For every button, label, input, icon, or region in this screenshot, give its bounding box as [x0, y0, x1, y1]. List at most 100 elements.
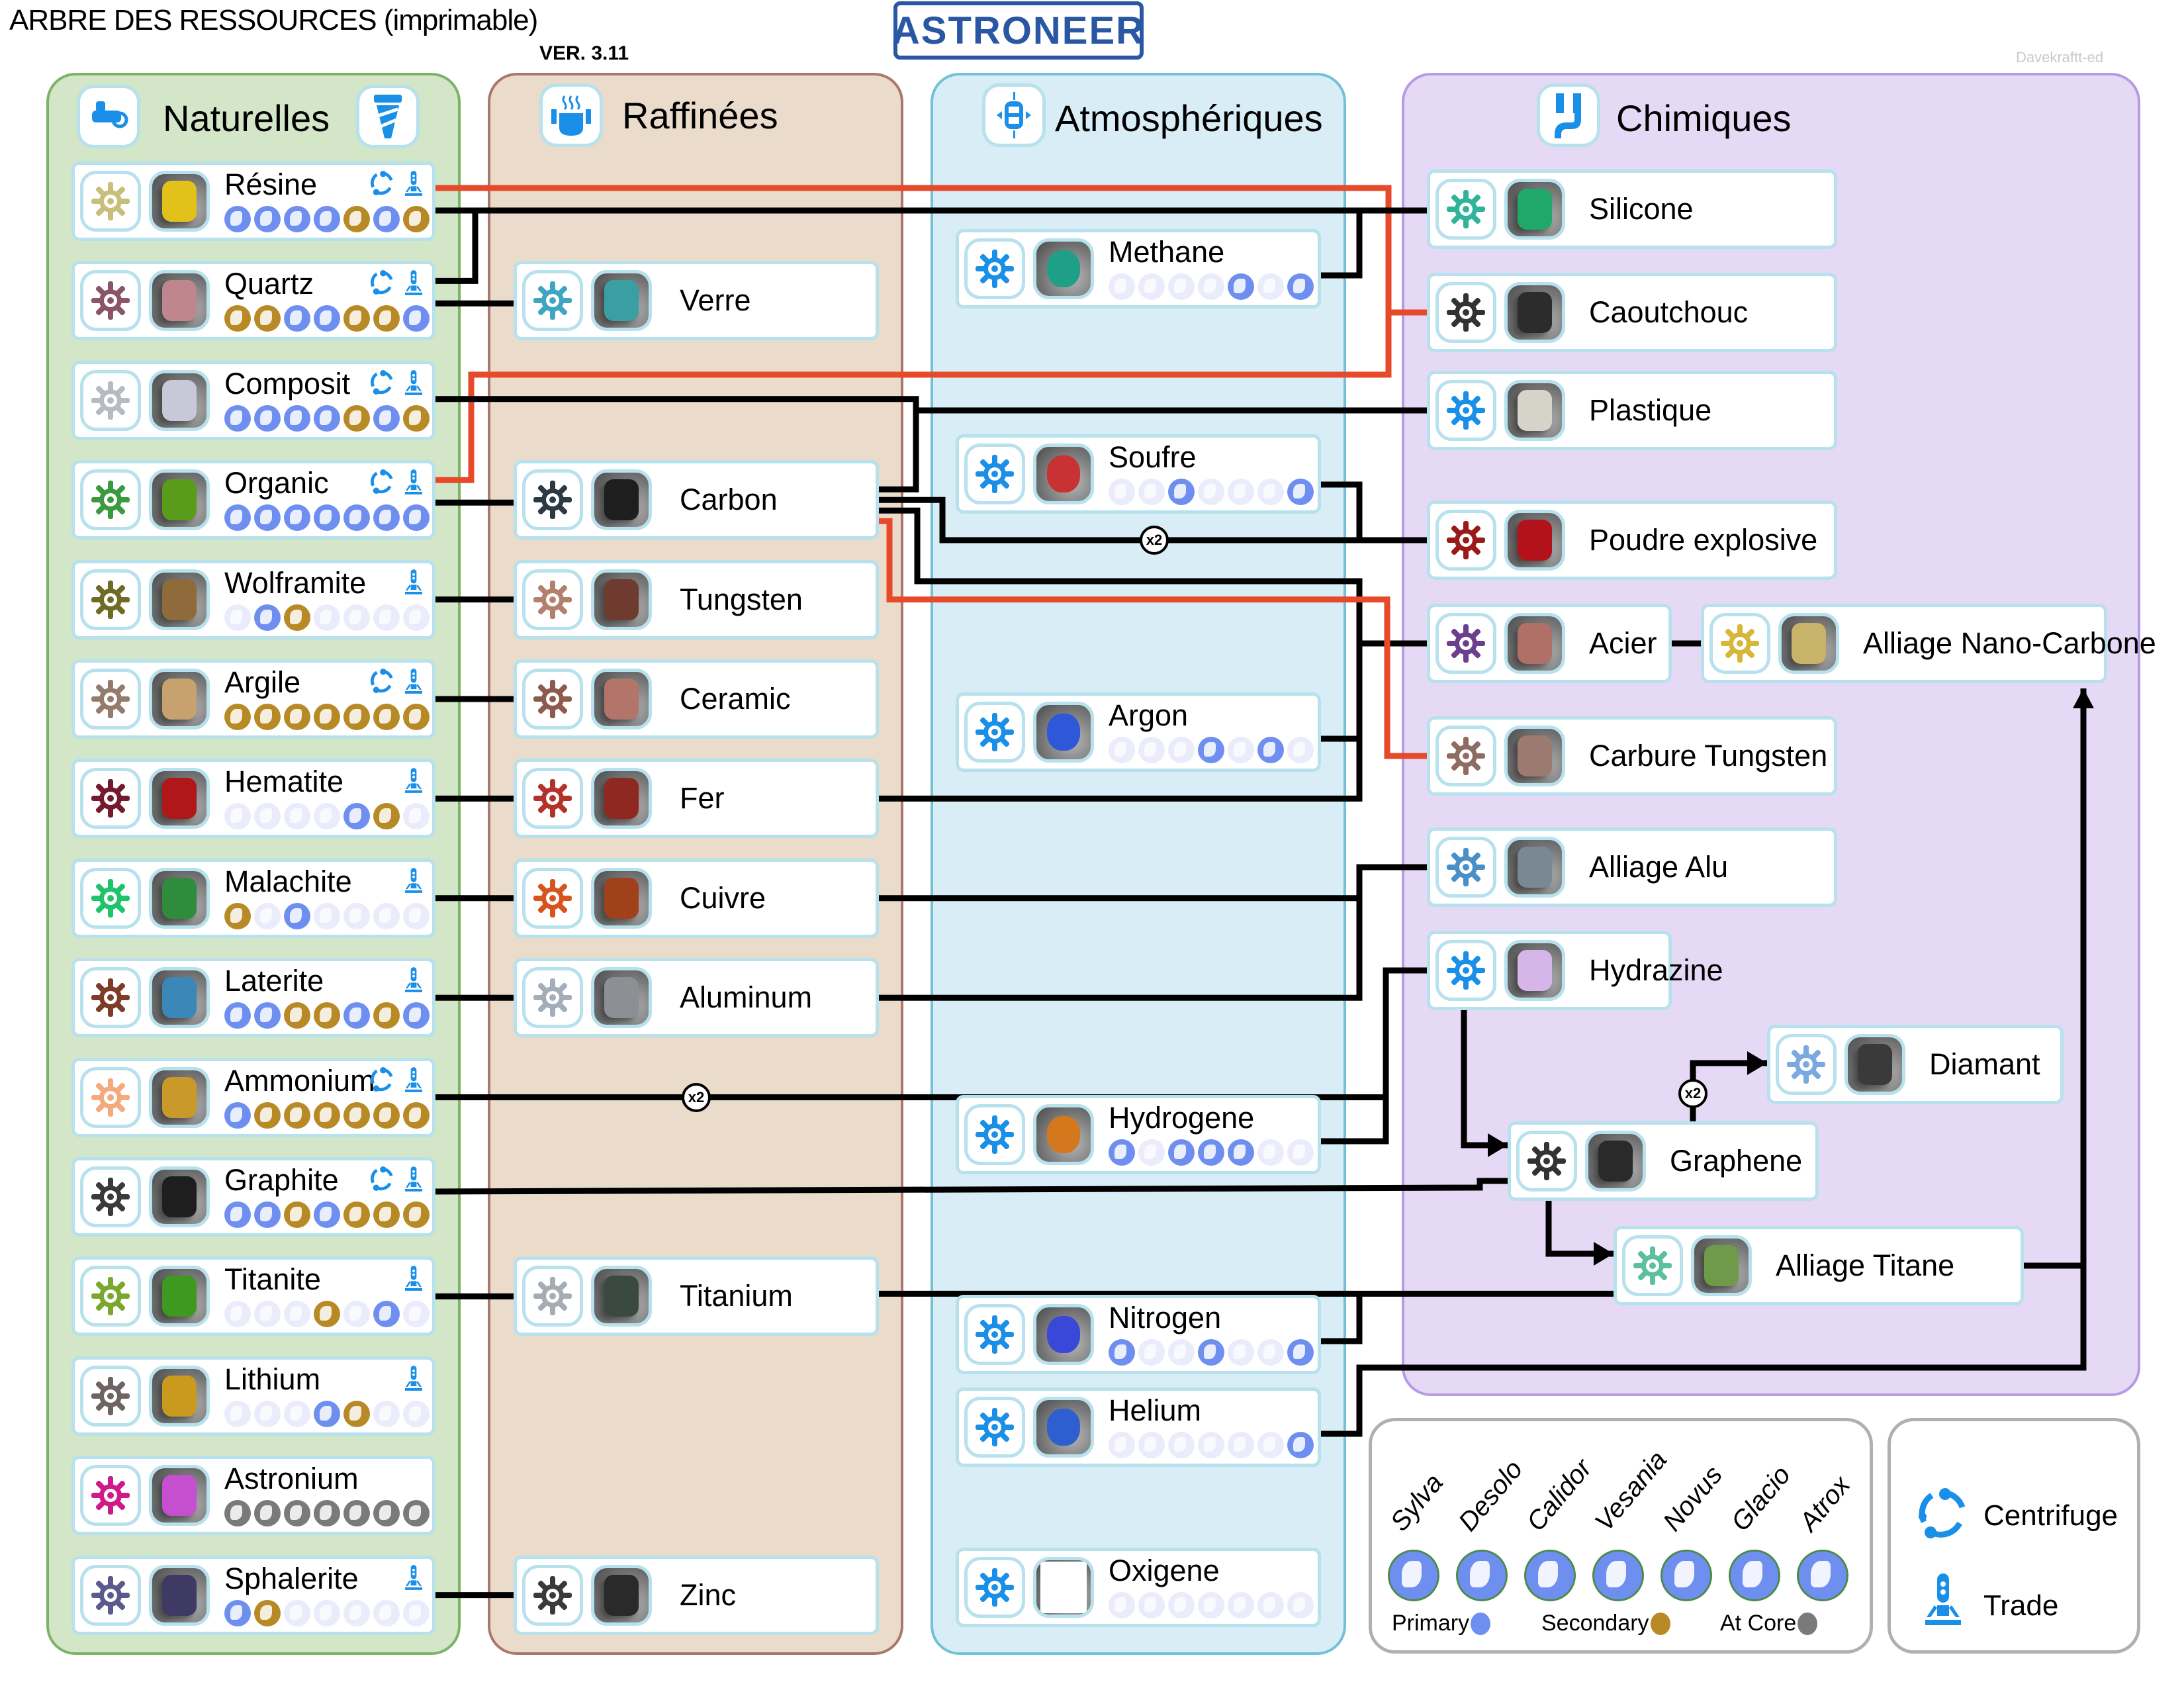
resource-card-aluminum[interactable]: Aluminum [514, 958, 879, 1038]
resource-name: Alliage Nano-Carbone [1863, 626, 2156, 660]
resource-card-hematite[interactable]: Hematite [71, 759, 435, 839]
resource-card-carbure-tungsten[interactable]: Carbure Tungsten [1427, 716, 1837, 796]
planet-novus-icon [343, 704, 370, 730]
resource-card-diamant[interactable]: Diamant [1767, 1025, 2064, 1104]
resource-card-tungsten[interactable]: Tungsten [514, 559, 879, 639]
resource-thumbnail [149, 469, 210, 531]
resource-thumbnail [1585, 1131, 1646, 1192]
resource-card-composit[interactable]: Composit [71, 360, 435, 440]
planet-desolo-icon [254, 803, 281, 830]
acquisition-methods [369, 268, 427, 297]
planet-atrox-icon [403, 305, 430, 332]
planet-sylva-icon [1109, 1139, 1135, 1166]
planet-calidor-icon [1168, 1592, 1195, 1618]
resource-symbol-icon [1516, 1131, 1577, 1192]
resource-card-methane[interactable]: Methane [956, 229, 1321, 308]
planet-glacio-icon [373, 1599, 400, 1626]
planet-availability [224, 604, 430, 631]
planet-calidor-icon [1168, 1432, 1195, 1458]
planet-calidor-icon [284, 305, 310, 332]
resource-card-acier[interactable]: Acier [1427, 604, 1672, 683]
resource-card-helium[interactable]: Helium [956, 1387, 1321, 1467]
resource-card-carbon[interactable]: Carbon [514, 460, 879, 540]
resource-thumbnail [149, 569, 210, 630]
legend-key-primary: Primary [1392, 1611, 1491, 1636]
resource-card-hydrogene[interactable]: Hydrogene [956, 1095, 1321, 1174]
page-title: ARBRE DES RESSOURCES (imprimable) [9, 4, 538, 36]
resource-thumbnail [591, 967, 652, 1029]
resource-name: Caoutchouc [1589, 295, 1749, 329]
planet-atrox-icon [403, 902, 430, 929]
legend-key-label: At Core [1720, 1611, 1797, 1636]
resource-card-alliage-titane[interactable]: Alliage Titane [1614, 1226, 2024, 1305]
resource-card-cuivre[interactable]: Cuivre [514, 858, 879, 938]
resource-card-nitrogen[interactable]: Nitrogen [956, 1295, 1321, 1374]
planet-desolo-icon [254, 305, 281, 332]
resource-symbol-icon [80, 1465, 141, 1526]
resource-card-alliage-nano-carbone[interactable]: Alliage Nano-Carbone [1701, 604, 2156, 683]
trade-icon [400, 467, 427, 496]
resource-card-argon[interactable]: Argon [956, 692, 1321, 772]
planet-sylva-icon [1109, 1592, 1135, 1618]
resource-card-titanium[interactable]: Titanium [514, 1256, 879, 1336]
wire-hydrazine-graphene-arrowhead [1488, 1133, 1508, 1157]
resource-card-graphite[interactable]: Graphite [71, 1157, 435, 1237]
planet-calidor-icon [284, 206, 310, 232]
acquisition-methods [400, 766, 427, 795]
legend-methods: Centrifuge Trade [1888, 1418, 2140, 1654]
resource-card-ceramic[interactable]: Ceramic [514, 659, 879, 739]
planet-glacio-icon [1257, 479, 1284, 505]
wire-ammonium-hydrazine [435, 967, 1427, 1101]
panel-title-chimiques: Chimiques [1616, 97, 1792, 139]
resource-card-soufre[interactable]: Soufre [956, 434, 1321, 514]
resource-symbol-icon [80, 1066, 141, 1128]
resource-card-laterite[interactable]: Laterite [71, 958, 435, 1038]
resource-card-quartz[interactable]: Quartz [71, 261, 435, 341]
resource-card-wolframite[interactable]: Wolframite [71, 559, 435, 639]
resource-card-malachite[interactable]: Malachite [71, 858, 435, 938]
planet-vesania-icon [314, 1102, 340, 1129]
resource-card-graphene[interactable]: Graphene [1508, 1121, 1819, 1201]
planet-calidor-icon [284, 704, 310, 730]
planet-glacio-icon [373, 902, 400, 929]
resource-card-zinc[interactable]: Zinc [514, 1555, 879, 1635]
resource-card-alliage-alu[interactable]: Alliage Alu [1427, 827, 1837, 907]
planet-desolo-icon [254, 604, 281, 631]
resource-name: Hematite [224, 765, 344, 799]
resource-symbol-icon [1435, 613, 1496, 674]
resource-card-titanite[interactable]: Titanite [71, 1256, 435, 1336]
resource-symbol-icon [80, 1564, 141, 1626]
planet-sylva-icon [224, 1599, 251, 1626]
resource-card-ammonium[interactable]: Ammonium [71, 1057, 435, 1137]
resource-card-poudre-explosive[interactable]: Poudre explosive [1427, 500, 1837, 580]
wire-graphene-alliagetitane [1545, 1201, 1614, 1257]
resource-card-lithium[interactable]: Lithium [71, 1356, 435, 1436]
resource-card-argile[interactable]: Argile [71, 659, 435, 739]
planet-novus-icon [343, 1002, 370, 1029]
planet-novus-icon [343, 902, 370, 929]
planet-desolo-icon [254, 1201, 281, 1228]
centrifuge-icon [369, 268, 395, 297]
planet-vesania-icon [314, 902, 340, 929]
resource-card-plastique[interactable]: Plastique [1427, 371, 1837, 450]
resource-name: Ceramic [680, 682, 791, 716]
legend-planet-novus-icon [1661, 1550, 1712, 1601]
trade-icon [400, 567, 427, 596]
planet-calidor-icon [284, 803, 310, 830]
resource-card-sphalerite[interactable]: Sphalerite [71, 1555, 435, 1635]
resource-card-silicone[interactable]: Silicone [1427, 169, 1837, 249]
legend-centrifuge-label: Centrifuge [1983, 1499, 2118, 1532]
planet-calidor-icon [1168, 1339, 1195, 1366]
wire-fer-acier [879, 643, 1363, 802]
resource-card-fer[interactable]: Fer [514, 759, 879, 839]
resource-card-caoutchouc[interactable]: Caoutchouc [1427, 273, 1837, 352]
resource-card-oxigene[interactable]: Oxigene [956, 1548, 1321, 1627]
planet-availability [224, 305, 430, 332]
resource-card-organic[interactable]: Organic [71, 460, 435, 540]
resource-card-hydrazine[interactable]: Hydrazine [1427, 931, 1723, 1010]
resource-card-verre[interactable]: Verre [514, 261, 879, 341]
resource-card-resine[interactable]: Résine [71, 162, 435, 241]
resource-card-astronium[interactable]: Astronium [71, 1456, 435, 1536]
planet-availability [1109, 737, 1314, 763]
resource-symbol-icon [80, 669, 141, 729]
